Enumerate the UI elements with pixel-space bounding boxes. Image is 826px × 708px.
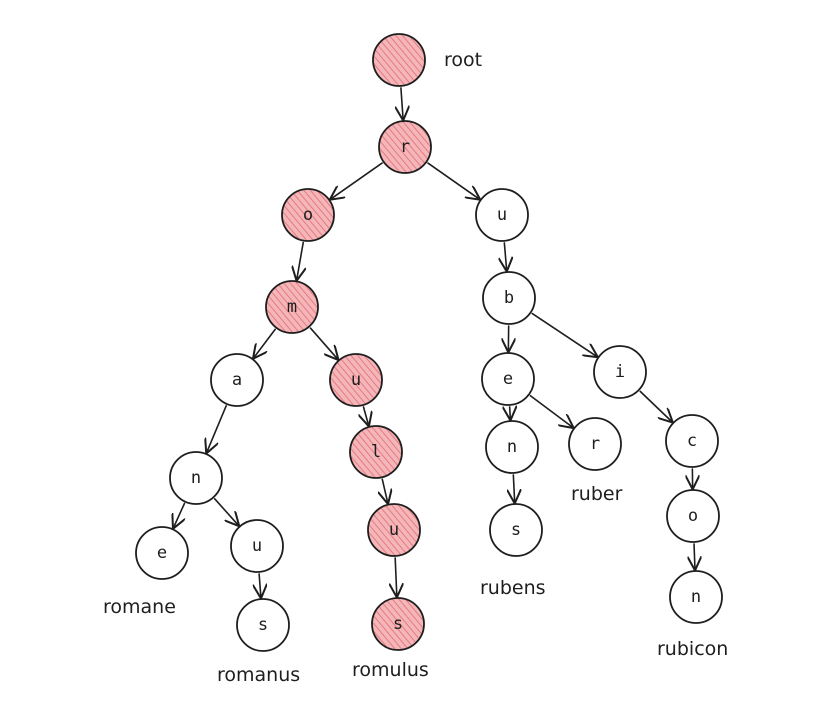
node-letter-o: o [303, 205, 313, 225]
node-m: m [265, 280, 319, 334]
node-letter-m: m [287, 297, 297, 317]
node-letter-i: i [615, 362, 625, 382]
node-o: o [281, 188, 335, 242]
node-letter-a: a [232, 370, 242, 390]
node-b: b [482, 271, 536, 325]
node-circle-e1 [135, 526, 189, 580]
node-u1: u [230, 519, 284, 573]
node-n3: n [669, 570, 723, 624]
node-circle-r2 [568, 417, 622, 471]
word-label-rubicon: rubicon [657, 638, 728, 660]
word-label-ruber: ruber [571, 483, 623, 505]
word-label-romulus: romulus [352, 659, 429, 681]
node-circle-c [665, 414, 719, 468]
node-n2: n [485, 420, 539, 474]
node-i: i [593, 345, 647, 399]
node-letter-e2: e [503, 369, 513, 389]
node-letter-s2: s [393, 614, 403, 634]
node-circle-u3 [367, 503, 421, 557]
node-n1: n [169, 451, 223, 505]
node-circle-i [593, 345, 647, 399]
node-r: r [378, 120, 432, 174]
node-letter-l: l [371, 442, 381, 462]
edge-r-o [331, 162, 383, 199]
node-letter-c: c [687, 431, 697, 451]
edge-n1-u1 [213, 498, 239, 525]
word-label-rubens: rubens [480, 577, 546, 599]
edge-e2-r2 [529, 394, 572, 427]
node-letter-s3: s [511, 520, 521, 540]
node-circle-m [265, 280, 319, 334]
node-circle-l [349, 425, 403, 479]
word-label-romanus: romanus [217, 664, 300, 686]
node-circle-root [372, 33, 426, 87]
node-a: a [210, 353, 264, 407]
edge-o-m [297, 241, 303, 280]
edge-u2-l [363, 406, 368, 425]
node-e1: e [135, 526, 189, 580]
node-letter-u1: u [252, 536, 262, 556]
node-r2: r [568, 417, 622, 471]
node-letter-n1: n [191, 468, 201, 488]
node-u4: u [475, 188, 529, 242]
edge-root-r [401, 87, 403, 119]
edge-n1-e1 [174, 502, 185, 528]
edge-e2-n2 [510, 407, 511, 419]
node-letter-r: r [400, 137, 410, 157]
node-o2: o [666, 489, 720, 543]
node-root [372, 33, 426, 87]
node-l: l [349, 425, 403, 479]
edge-u4-b [504, 242, 506, 270]
node-letter-n2: n [507, 437, 517, 457]
node-letter-e1: e [157, 543, 167, 563]
edge-l-u3 [382, 478, 387, 502]
root-label: root [444, 49, 482, 71]
edge-r-u4 [427, 162, 479, 199]
edge-b-i [531, 312, 596, 357]
node-letter-u3: u [389, 520, 399, 540]
node-letter-r2: r [590, 434, 600, 454]
edge-a-n1 [207, 405, 227, 452]
node-u2: u [329, 353, 383, 407]
node-circle-o2 [666, 489, 720, 543]
node-circle-n3 [669, 570, 723, 624]
node-circle-u1 [230, 519, 284, 573]
node-circle-n1 [169, 451, 223, 505]
node-circle-o [281, 188, 335, 242]
edge-n2-s3 [513, 474, 514, 502]
node-circle-e2 [481, 352, 535, 406]
node-circle-u4 [475, 188, 529, 242]
word-label-romane: romane [103, 596, 176, 618]
node-letter-u4: u [497, 205, 507, 225]
edge-m-a [254, 328, 276, 357]
node-circle-n2 [485, 420, 539, 474]
edge-u3-s2 [395, 557, 397, 596]
node-u3: u [367, 503, 421, 557]
node-c: c [665, 414, 719, 468]
node-circle-a [210, 353, 264, 407]
node-s2: s [371, 597, 425, 651]
node-letter-o2: o [688, 506, 698, 526]
edge-m-u2 [309, 327, 337, 359]
node-letter-s1: s [258, 615, 268, 635]
edge-o2-n3 [694, 543, 695, 569]
node-s1: s [236, 598, 290, 652]
edges-layer [174, 87, 695, 597]
node-circle-u2 [329, 353, 383, 407]
node-circle-r [378, 120, 432, 174]
node-e2: e [481, 352, 535, 406]
node-circle-b [482, 271, 536, 325]
edge-u1-s1 [259, 573, 261, 597]
node-letter-u2: u [351, 370, 361, 390]
node-circle-s1 [236, 598, 290, 652]
nodes-layer: r o m a n e u s u l u s u b e n s r i c o n [135, 33, 723, 652]
node-s3: s [489, 503, 543, 557]
node-letter-b: b [504, 288, 514, 308]
edge-i-c [639, 390, 672, 421]
node-letter-n3: n [691, 587, 701, 607]
node-circle-s3 [489, 503, 543, 557]
node-circle-s2 [371, 597, 425, 651]
